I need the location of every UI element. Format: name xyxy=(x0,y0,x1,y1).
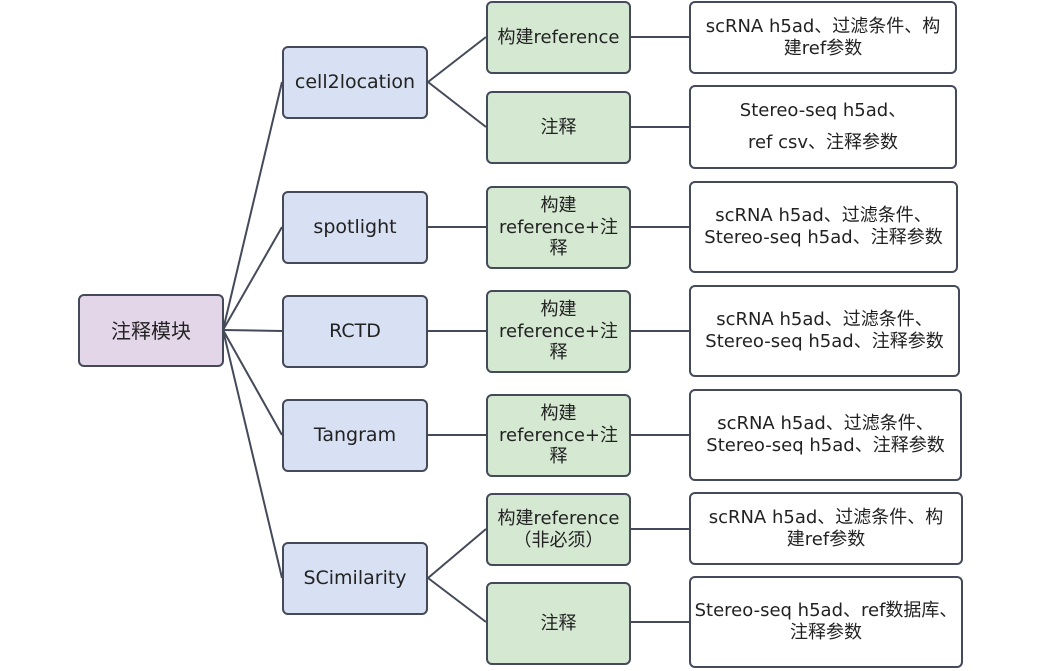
method-node-rctd: RCTD xyxy=(282,295,428,368)
edge-cell2location-annotate xyxy=(427,81,487,128)
step-node-cell2location-annotate: 注释 xyxy=(486,91,631,164)
step-label: 注释 xyxy=(540,116,577,138)
param-node-4: scRNA h5ad、过滤条件、Stereo-seq h5ad、注释参数 xyxy=(689,285,960,377)
edge-scimilarity-build xyxy=(427,528,487,579)
method-label: SCimilarity xyxy=(303,567,407,590)
param-node-6: scRNA h5ad、过滤条件、构建ref参数 xyxy=(689,492,963,565)
step-node-scimilarity-build: 构建reference（非必须） xyxy=(486,493,631,566)
step-label: 构建reference+注释 xyxy=(498,299,619,364)
step-node-tangram: 构建reference+注释 xyxy=(486,394,631,477)
edge-root-rctd xyxy=(222,329,283,332)
root-node: 注释模块 xyxy=(78,294,224,367)
step-node-rctd: 构建reference+注释 xyxy=(486,290,631,373)
method-node-scimilarity: SCimilarity xyxy=(282,542,428,615)
step-label: 构建reference+注释 xyxy=(498,195,619,260)
edge-scimilarity-annotate xyxy=(427,577,487,623)
step-node-spotlight: 构建reference+注释 xyxy=(486,186,631,269)
param-text: scRNA h5ad、过滤条件、Stereo-seq h5ad、注释参数 xyxy=(706,413,945,456)
step-label: 构建reference+注释 xyxy=(498,403,619,468)
edge-root-cell2location xyxy=(222,81,283,331)
step-node-cell2location-build: 构建reference xyxy=(486,1,631,74)
method-label: RCTD xyxy=(329,320,381,343)
root-label: 注释模块 xyxy=(111,318,191,343)
method-label: spotlight xyxy=(313,216,397,239)
method-label: cell2location xyxy=(294,71,416,94)
param-text: scRNA h5ad、过滤条件、构建ref参数 xyxy=(705,15,941,59)
edge-root-tangram xyxy=(222,329,283,436)
edge-cell2location-build xyxy=(427,36,487,83)
param-text: Stereo-seq h5ad、ref数据库、注释参数 xyxy=(694,600,958,643)
param-text-line-1: Stereo-seq h5ad、 xyxy=(739,99,907,121)
step-label: 注释 xyxy=(540,612,577,634)
edge-root-spotlight xyxy=(222,226,283,331)
param-text: scRNA h5ad、过滤条件、构建ref参数 xyxy=(708,506,944,550)
method-node-spotlight: spotlight xyxy=(282,191,428,264)
step-node-scimilarity-annotate: 注释 xyxy=(486,582,631,665)
param-text: scRNA h5ad、过滤条件、Stereo-seq h5ad、注释参数 xyxy=(705,309,944,352)
param-node-1: scRNA h5ad、过滤条件、构建ref参数 xyxy=(689,1,957,74)
param-node-5: scRNA h5ad、过滤条件、Stereo-seq h5ad、注释参数 xyxy=(689,389,962,481)
method-node-cell2location: cell2location xyxy=(282,46,428,119)
step-label: 构建reference（非必须） xyxy=(497,507,620,551)
method-node-tangram: Tangram xyxy=(282,399,428,472)
method-label: Tangram xyxy=(313,424,397,447)
edge-root-scimilarity xyxy=(222,329,283,579)
param-node-2: Stereo-seq h5ad、 ref csv、注释参数 xyxy=(689,85,957,169)
param-text-line-2: ref csv、注释参数 xyxy=(747,132,899,153)
step-label: 构建reference xyxy=(497,26,620,48)
param-node-3: scRNA h5ad、过滤条件、Stereo-seq h5ad、注释参数 xyxy=(689,181,958,273)
param-text: scRNA h5ad、过滤条件、Stereo-seq h5ad、注释参数 xyxy=(704,205,943,248)
param-node-7: Stereo-seq h5ad、ref数据库、注释参数 xyxy=(689,576,963,668)
